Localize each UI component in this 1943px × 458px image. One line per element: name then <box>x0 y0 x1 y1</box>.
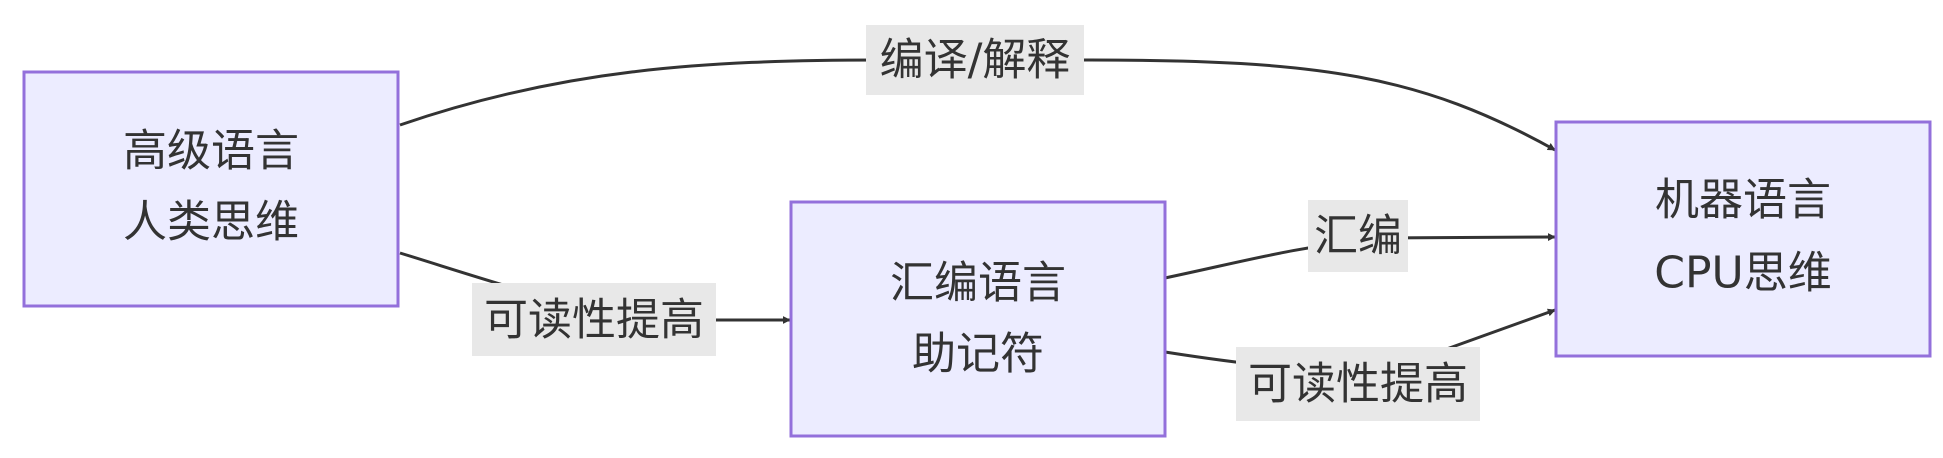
node-assembly-language: 汇编语言 助记符 <box>789 200 1167 438</box>
node-high-level-language-box <box>22 70 400 308</box>
node-assembly-language-line1: 汇编语言 <box>890 258 1066 309</box>
node-machine-language-line2: CPU思维 <box>1654 248 1831 299</box>
edge-labels: 编译/解释 可读性提高 汇编 可读性提高 <box>472 25 1480 421</box>
node-assembly-language-line2: 助记符 <box>912 329 1044 380</box>
edge-label-readability-1-bg <box>472 283 716 356</box>
edge-label-readability-1-text: 可读性提高 <box>484 295 704 346</box>
edge-label-readability-2: 可读性提高 <box>1236 347 1480 421</box>
node-machine-language-box <box>1554 120 1932 358</box>
edge-label-compile-bg <box>866 25 1084 95</box>
node-assembly-language-box <box>789 200 1167 438</box>
edge-label-readability-2-text: 可读性提高 <box>1248 359 1468 410</box>
edge-label-readability-2-bg <box>1236 347 1480 421</box>
edge-label-assemble-text: 汇编 <box>1314 211 1402 262</box>
edge-label-assemble-bg <box>1308 200 1408 272</box>
node-high-level-language-line2: 人类思维 <box>123 197 299 248</box>
node-machine-language-line1: 机器语言 <box>1655 175 1831 226</box>
edge-label-readability-1: 可读性提高 <box>472 283 716 356</box>
edge-label-compile: 编译/解释 <box>866 25 1084 95</box>
edge-label-compile-text: 编译/解释 <box>880 35 1071 86</box>
node-high-level-language: 高级语言 人类思维 <box>22 70 400 308</box>
node-machine-language: 机器语言 CPU思维 <box>1554 120 1932 358</box>
node-high-level-language-line1: 高级语言 <box>123 126 299 177</box>
edge-label-assemble: 汇编 <box>1308 200 1408 272</box>
